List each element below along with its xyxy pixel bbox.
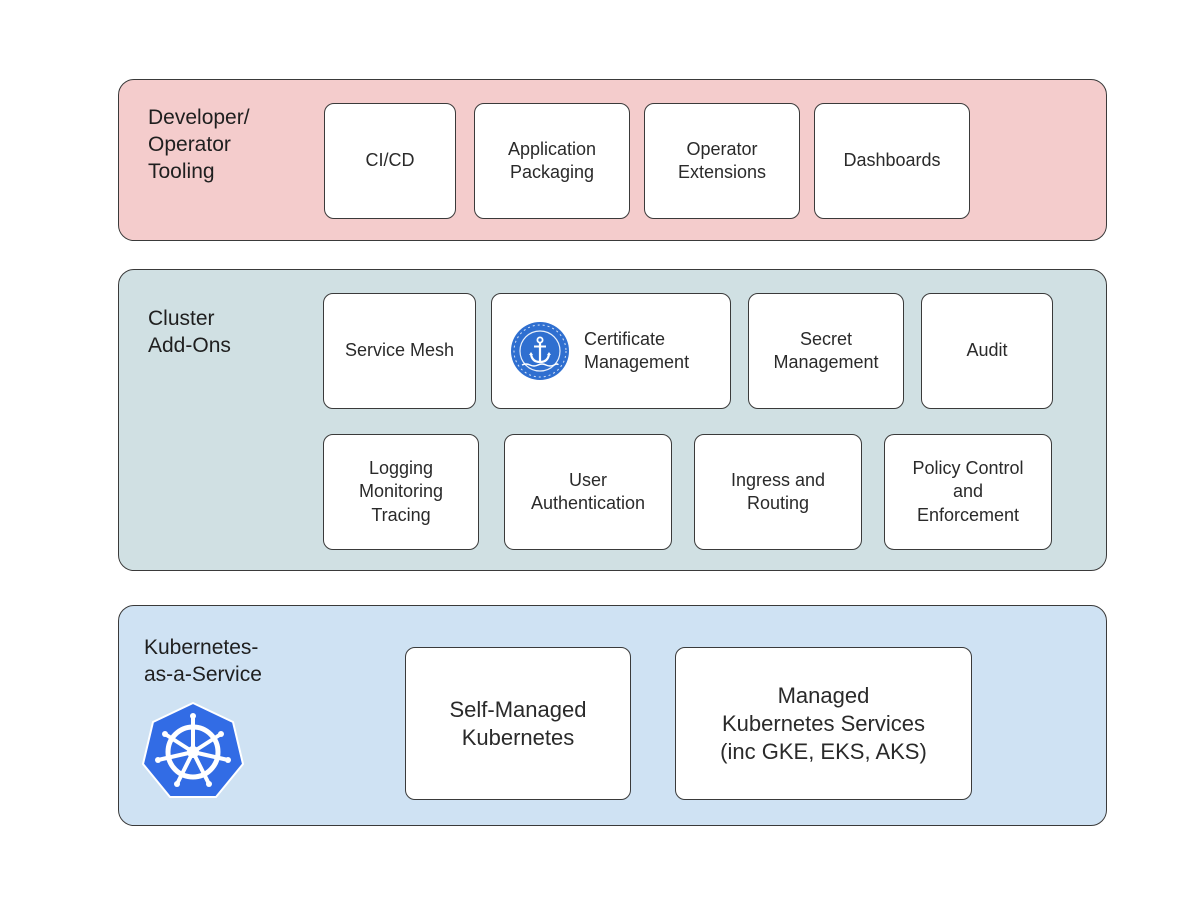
managed-kubernetes-services-label: Managed Kubernetes Services (inc GKE, EK… <box>720 682 927 764</box>
policy-control-label: Policy Control and Enforcement <box>912 457 1024 525</box>
ingress-and-routing-label: Ingress and Routing <box>730 469 826 514</box>
dashboards-box[interactable]: Dashboards <box>814 103 970 219</box>
logging-monitoring-tracing-box[interactable]: Logging Monitoring Tracing <box>323 434 479 550</box>
ci-cd-box[interactable]: CI/CD <box>324 103 456 219</box>
application-packaging-label: Application Packaging <box>507 138 597 183</box>
cluster-add-ons-title: Cluster Add-Ons <box>148 307 231 357</box>
logging-monitoring-tracing-label: Logging Monitoring Tracing <box>358 457 444 525</box>
kubernetes-icon <box>142 702 244 798</box>
secret-management-label: Secret Management <box>773 328 879 373</box>
dashboards-label: Dashboards <box>843 150 941 171</box>
policy-control-box[interactable]: Policy Control and Enforcement <box>884 434 1052 550</box>
service-mesh-label: Service Mesh <box>344 340 455 361</box>
operator-extensions-label: Operator Extensions <box>677 138 767 183</box>
cert-manager-icon <box>511 322 569 380</box>
ingress-and-routing-box[interactable]: Ingress and Routing <box>694 434 862 550</box>
kubernetes-as-a-service-title: Kubernetes- as-a-Service <box>144 636 262 686</box>
certificate-management-label: Certificate Management <box>584 328 690 373</box>
operator-extensions-box[interactable]: Operator Extensions <box>644 103 800 219</box>
self-managed-kubernetes-box[interactable]: Self-Managed Kubernetes <box>405 647 631 800</box>
application-packaging-box[interactable]: Application Packaging <box>474 103 630 219</box>
user-authentication-box[interactable]: User Authentication <box>504 434 672 550</box>
audit-label: Audit <box>966 340 1008 361</box>
self-managed-kubernetes-label: Self-Managed Kubernetes <box>449 696 587 750</box>
developer-operator-tooling-title: Developer/ Operator Tooling <box>148 106 250 183</box>
service-mesh-box[interactable]: Service Mesh <box>323 293 476 409</box>
ci-cd-label: CI/CD <box>365 150 415 171</box>
audit-box[interactable]: Audit <box>921 293 1053 409</box>
secret-management-box[interactable]: Secret Management <box>748 293 904 409</box>
managed-kubernetes-services-box[interactable]: Managed Kubernetes Services (inc GKE, EK… <box>675 647 972 800</box>
user-authentication-label: User Authentication <box>530 469 646 514</box>
certificate-management-box[interactable]: Certificate Management <box>491 293 731 409</box>
